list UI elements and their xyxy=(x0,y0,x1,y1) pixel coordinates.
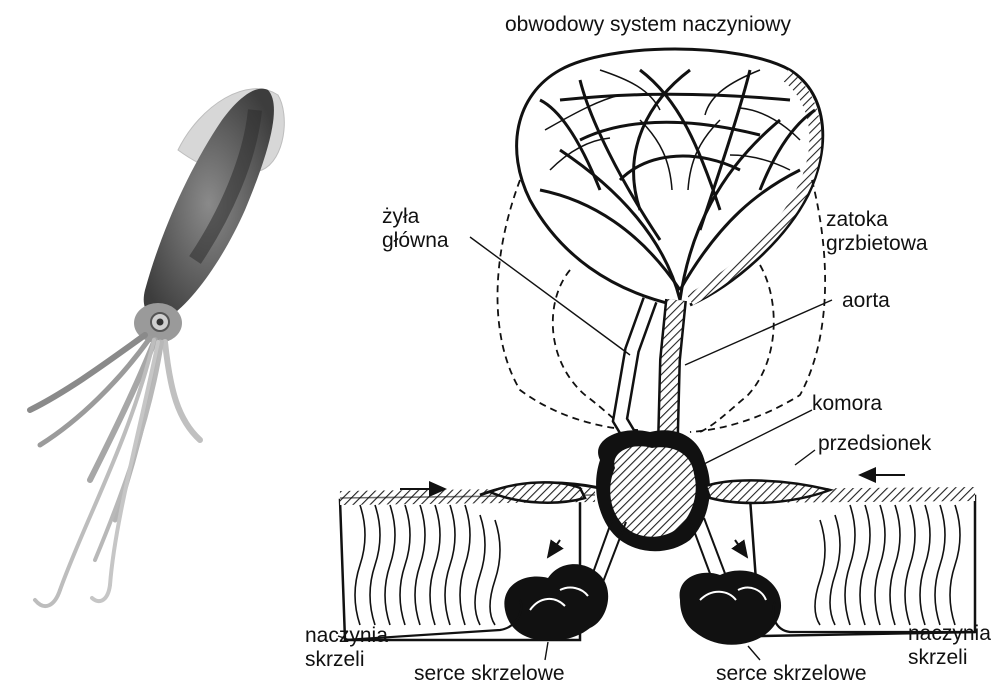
label-dorsal-sinus: zatoka grzbietowa xyxy=(826,208,928,256)
label-branchial-heart-left: serce skrzelowe xyxy=(414,662,565,686)
label-dorsal-sinus-line2: grzbietowa xyxy=(826,232,928,256)
label-gill-vessels-right-line2: skrzeli xyxy=(908,646,991,670)
label-gill-vessels-right: naczynia skrzeli xyxy=(908,622,991,670)
peripheral-vessel-network xyxy=(517,49,823,305)
label-gill-vessels-left-line2: skrzeli xyxy=(305,648,388,672)
label-dorsal-sinus-line1: zatoka xyxy=(826,208,928,232)
label-gill-vessels-left-line1: naczynia xyxy=(305,624,388,648)
label-aorta: aorta xyxy=(842,289,890,313)
diagram-title: obwodowy system naczyniowy xyxy=(505,13,791,37)
label-main-vein: żyła główna xyxy=(382,205,449,253)
label-branchial-heart-right: serce skrzelowe xyxy=(716,662,867,686)
main-vessels xyxy=(620,300,676,440)
label-main-vein-line1: żyła xyxy=(382,205,449,229)
label-atrium: przedsionek xyxy=(818,432,931,456)
label-gill-vessels-right-line1: naczynia xyxy=(908,622,991,646)
label-main-vein-line2: główna xyxy=(382,229,449,253)
label-ventricle: komora xyxy=(812,392,882,416)
squid-image xyxy=(30,89,284,606)
label-gill-vessels-left: naczynia skrzeli xyxy=(305,624,388,672)
